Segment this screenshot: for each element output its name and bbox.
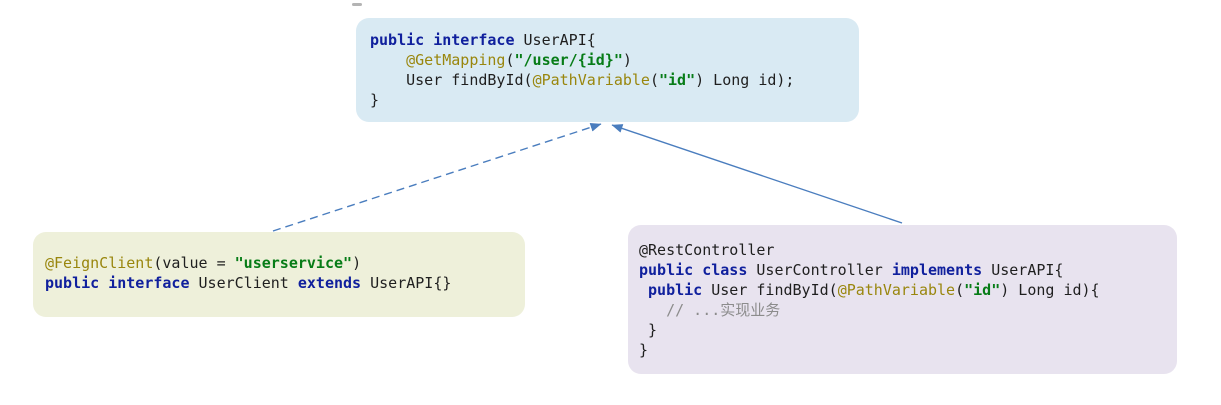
code-line: public interface UserClient extends User… — [45, 274, 452, 292]
userapi-interface-box: public interface UserAPI{ @GetMapping("/… — [356, 18, 859, 122]
code-line: @RestController — [639, 241, 775, 259]
rest-controller-box: @RestController public class UserControll… — [628, 225, 1177, 374]
code-line: public interface UserAPI{ — [370, 31, 596, 49]
code-line: } — [639, 321, 658, 339]
feign-client-box: @FeignClient(value = "userservice") publi… — [33, 232, 525, 317]
code-line: } — [370, 91, 380, 109]
feign-client-code: @FeignClient(value = "userservice") publi… — [45, 253, 513, 293]
userapi-code: public interface UserAPI{ @GetMapping("/… — [370, 30, 845, 110]
code-line: public User findById(@PathVariable("id")… — [648, 281, 1100, 299]
code-line: @FeignClient(value = "userservice") — [45, 254, 362, 272]
arrow-rest-controller-to-userapi-interface — [611, 124, 903, 224]
code-line: } — [639, 341, 649, 359]
code-line: User findById(@PathVariable("id") Long i… — [370, 71, 795, 89]
code-line: // ...实现业务 — [639, 301, 781, 319]
stray-mark — [352, 3, 362, 6]
code-line: public class UserController implements U… — [639, 261, 1064, 279]
code-line: @GetMapping("/user/{id}") — [406, 51, 632, 69]
rest-controller-code: @RestController public class UserControll… — [639, 240, 1166, 360]
arrow-feign-client-to-userapi-interface — [272, 122, 602, 232]
